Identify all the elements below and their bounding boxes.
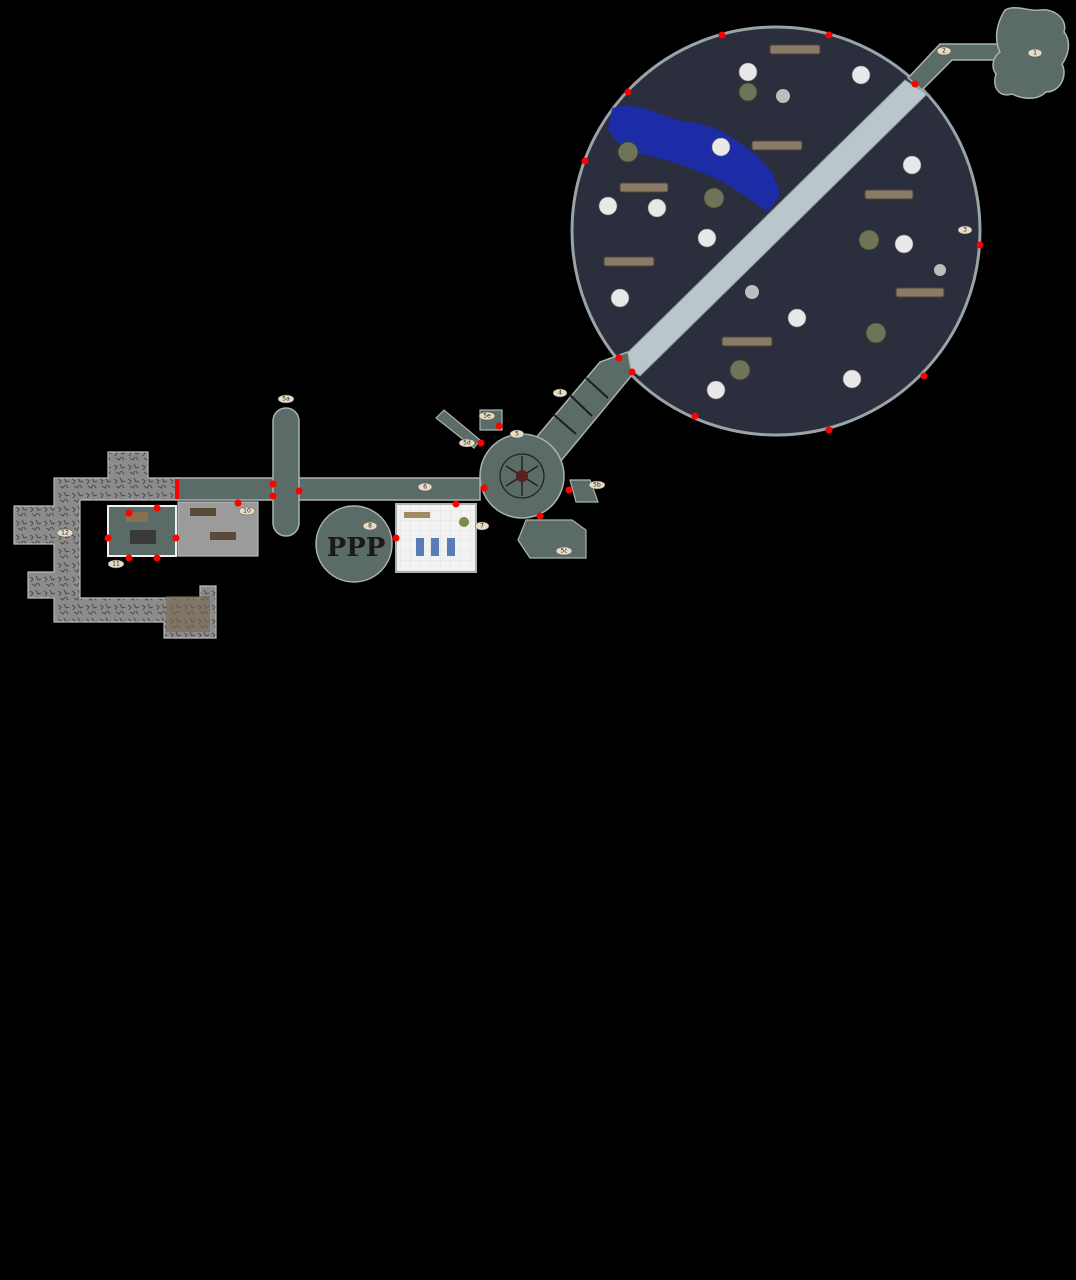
room-12-cave xyxy=(13,451,217,639)
svg-text:1: 1 xyxy=(1033,50,1037,57)
corridor-5a xyxy=(272,407,300,537)
svg-text:8: 8 xyxy=(368,523,372,530)
door-marker xyxy=(911,80,919,88)
label-6: 6 xyxy=(417,482,433,492)
door-marker xyxy=(153,504,161,512)
door-marker xyxy=(920,372,928,380)
room-10 xyxy=(177,501,259,557)
svg-text:5c: 5c xyxy=(560,548,567,555)
door-markers xyxy=(104,31,984,562)
entrance-tunnel xyxy=(906,43,1001,92)
door-marker xyxy=(691,412,699,420)
stone-bridge xyxy=(617,79,928,377)
svg-text:7: 7 xyxy=(480,523,484,530)
label-3: 3 xyxy=(957,225,973,235)
svg-text:4: 4 xyxy=(558,390,562,397)
svg-text:10: 10 xyxy=(243,508,251,515)
door-marker xyxy=(125,554,133,562)
label-5b: 5b xyxy=(588,480,606,490)
door-marker xyxy=(480,484,488,492)
room-5-group xyxy=(435,409,599,559)
svg-text:2: 2 xyxy=(942,48,946,55)
bushes xyxy=(617,82,887,381)
corridor-6 xyxy=(175,477,481,501)
door-marker xyxy=(452,500,460,508)
room-11 xyxy=(107,505,177,557)
svg-text:11: 11 xyxy=(112,561,120,568)
svg-text:5b: 5b xyxy=(593,482,601,489)
room-7 xyxy=(395,503,477,573)
svg-text:6: 6 xyxy=(423,484,427,491)
door-marker xyxy=(295,487,303,495)
label-5e: 5e xyxy=(478,411,496,421)
svg-text:5e: 5e xyxy=(483,413,491,420)
door-marker xyxy=(392,534,400,542)
door-marker xyxy=(172,534,180,542)
room-8: PPP xyxy=(315,505,393,583)
door-marker xyxy=(104,534,112,542)
room-8-text: PPP xyxy=(327,533,386,563)
door-marker xyxy=(234,499,242,507)
door-marker xyxy=(495,422,503,430)
rock-clusters xyxy=(598,62,922,400)
label-1: 1 xyxy=(1027,48,1043,58)
cavern-room-3 xyxy=(570,25,982,437)
label-5a: 5a xyxy=(277,394,295,404)
label-5d: 5d xyxy=(458,438,476,448)
door-marker xyxy=(269,492,277,500)
label-2: 2 xyxy=(936,46,952,56)
door-marker xyxy=(536,512,544,520)
door-marker xyxy=(581,157,589,165)
label-11: 11 xyxy=(107,559,125,569)
door-marker xyxy=(825,426,833,434)
door-marker xyxy=(624,88,632,96)
room-labels: 1 2 3 4 5 5a 5b 5c 5d 5e 6 7 8 10 11 12 xyxy=(56,46,1043,569)
label-8: 8 xyxy=(362,521,378,531)
door-marker xyxy=(269,480,277,488)
svg-text:12: 12 xyxy=(61,530,69,537)
svg-text:5d: 5d xyxy=(463,440,471,447)
door-marker xyxy=(825,31,833,39)
door-marker xyxy=(565,486,573,494)
label-10: 10 xyxy=(238,506,256,516)
label-5c: 5c xyxy=(555,546,573,556)
label-12: 12 xyxy=(56,528,74,538)
water-stream xyxy=(608,105,780,212)
svg-text:3: 3 xyxy=(963,227,967,234)
label-5: 5 xyxy=(509,429,525,439)
door-marker xyxy=(153,554,161,562)
door-marker xyxy=(718,31,726,39)
door-marker xyxy=(628,368,636,376)
door-marker xyxy=(477,439,485,447)
label-7: 7 xyxy=(474,521,490,531)
fallen-logs xyxy=(603,44,945,347)
door-marker xyxy=(175,479,179,499)
svg-text:5a: 5a xyxy=(282,396,290,403)
door-marker xyxy=(976,241,984,249)
door-marker xyxy=(615,354,623,362)
label-4: 4 xyxy=(552,388,568,398)
svg-text:5: 5 xyxy=(515,431,519,438)
door-marker xyxy=(125,509,133,517)
